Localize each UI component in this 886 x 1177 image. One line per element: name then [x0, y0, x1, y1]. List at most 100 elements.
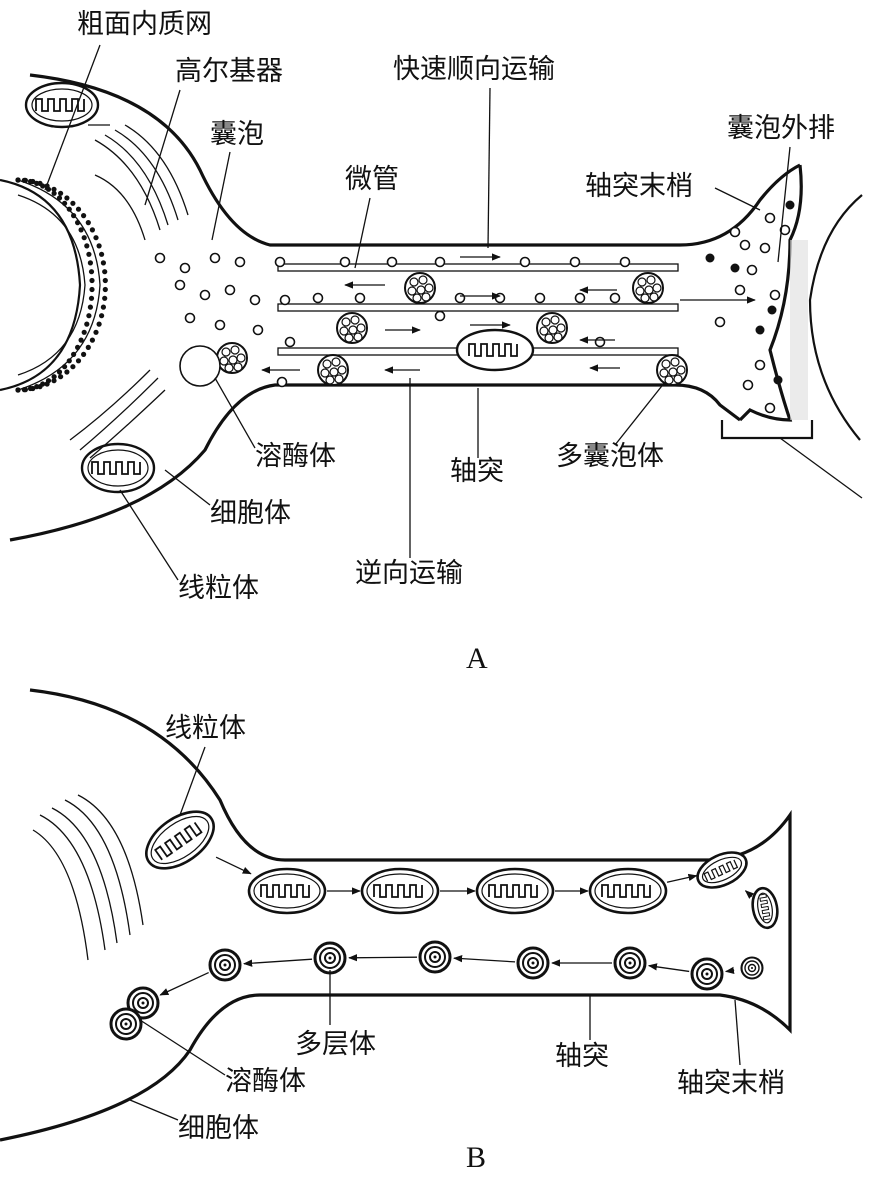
label-retrograde: 逆向运输	[355, 558, 463, 589]
multivesicular-body	[656, 354, 688, 386]
er-ribosome	[78, 337, 84, 343]
vesicle	[209, 252, 221, 264]
vesicle	[519, 256, 531, 268]
mitochondrion-a2	[80, 442, 156, 494]
vesicle	[759, 242, 771, 254]
er-ribosome	[81, 351, 87, 357]
lysosome-a	[179, 345, 221, 387]
er-ribosome	[62, 364, 68, 370]
er-ribosome	[15, 387, 21, 393]
er-ribosome	[27, 178, 34, 185]
multilamellar-body	[613, 946, 647, 980]
vesicle	[354, 292, 366, 304]
er-ribosome	[21, 177, 27, 183]
label-rough-er: 粗面内质网	[77, 9, 212, 40]
soma-membrane-upper	[29, 73, 801, 247]
label-axon-terminal-a: 轴突末梢	[585, 171, 693, 202]
vesicle	[764, 212, 776, 224]
er-ribosome	[56, 195, 63, 201]
label-axon-a: 轴突	[450, 456, 504, 487]
mitochondria-chain	[145, 810, 779, 930]
er-ribosome	[100, 304, 106, 310]
label-mvb: 多囊泡体	[556, 441, 664, 472]
vesicle	[754, 359, 766, 371]
vesicle	[454, 292, 466, 304]
label-soma-a: 细胞体	[210, 498, 291, 529]
transport-arrow	[243, 958, 313, 967]
vesicle	[764, 402, 776, 414]
er-ribosome	[44, 381, 50, 387]
transport-vesicles	[154, 200, 795, 414]
synaptic-cleft	[790, 240, 808, 420]
label-exocytosis: 囊泡外排	[727, 113, 835, 144]
er-ribosome	[66, 358, 72, 364]
multilamellar-body	[740, 956, 764, 980]
vesicle	[729, 226, 741, 238]
vesicle	[746, 264, 758, 276]
er-ribosome	[102, 286, 108, 293]
vesicle	[184, 312, 196, 324]
er-ribosome	[93, 235, 99, 241]
multilamellar-body	[690, 957, 724, 991]
soma-membrane-lower	[9, 383, 741, 542]
multivesicular-body	[317, 354, 349, 386]
mitochondrion-a1	[24, 81, 100, 129]
postsynaptic-membrane	[808, 194, 863, 441]
panel-label-b: B	[466, 1141, 486, 1174]
er-ribosome	[21, 387, 27, 393]
er-ribosome	[89, 277, 95, 284]
transport-arrow	[159, 971, 209, 996]
vesicle-filled	[730, 263, 740, 273]
vesicle	[742, 379, 754, 391]
mitochondrion-b	[588, 867, 668, 915]
er-ribosome	[51, 374, 57, 380]
vesicle-filled	[773, 375, 783, 385]
er-ribosome	[96, 321, 102, 327]
mitochondrion-b	[145, 810, 215, 870]
mitochondrion-b	[247, 867, 327, 915]
er-ribosome	[102, 295, 108, 301]
vesicle	[714, 316, 726, 328]
er-ribosome	[27, 385, 34, 392]
label-vesicle: 囊泡	[210, 119, 264, 150]
transport-arrow	[453, 955, 516, 963]
multilamellar-body	[208, 948, 242, 982]
er-ribosome	[89, 337, 95, 343]
vesicle	[274, 256, 286, 268]
er-ribosome	[81, 235, 87, 241]
er-ribosome	[86, 251, 92, 257]
vesicle	[279, 294, 291, 306]
label-axon-terminal-b: 轴突末梢	[677, 1068, 785, 1099]
lysosome-b	[109, 1007, 143, 1041]
multivesicular-body	[632, 272, 664, 304]
vesicle-filled	[705, 253, 715, 263]
er-ribosome	[102, 277, 108, 284]
mitochondrion-b	[751, 886, 779, 930]
vesicle	[534, 292, 546, 304]
vesicle-filled	[785, 200, 795, 210]
er-ribosome	[75, 358, 82, 364]
transport-arrow	[724, 966, 735, 975]
er-ribosome	[89, 227, 95, 233]
er-ribosome	[66, 206, 72, 212]
vesicle-filled	[755, 325, 765, 335]
vesicle	[154, 252, 166, 264]
vesicle	[594, 336, 606, 348]
label-mlb: 多层体	[295, 1029, 376, 1060]
panel-label-a: A	[466, 642, 488, 675]
er-ribosome	[51, 186, 57, 192]
er-ribosome	[88, 269, 95, 275]
label-golgi: 高尔基器	[175, 56, 283, 87]
multivesicular-body	[536, 312, 568, 344]
er-ribosome	[81, 329, 87, 335]
label-fast-anterograde: 快速顺向运输	[393, 54, 555, 85]
vesicle	[494, 292, 506, 304]
vesicle	[434, 256, 446, 268]
vesicle	[174, 279, 186, 291]
er-ribosome	[51, 378, 57, 384]
er-ribosome	[75, 220, 81, 226]
vesicle	[214, 319, 226, 331]
vesicle	[234, 256, 246, 268]
er-ribosome	[87, 260, 93, 266]
